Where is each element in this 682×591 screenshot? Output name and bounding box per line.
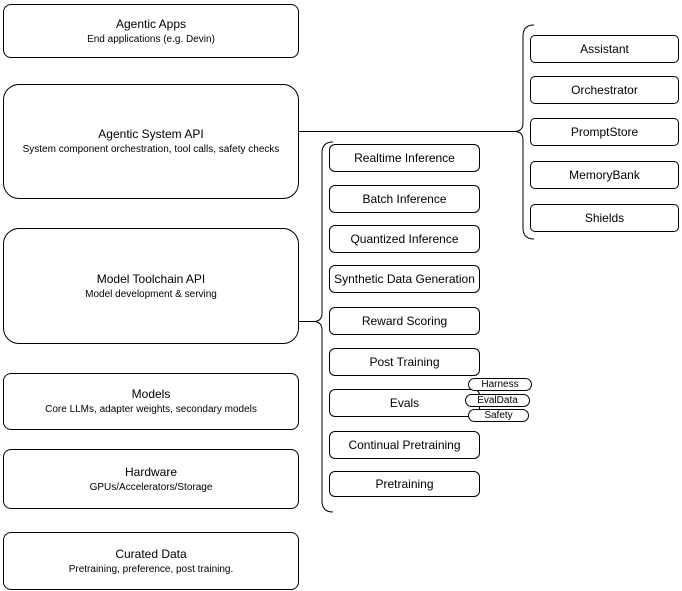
node-title: Agentic Apps [115, 16, 187, 31]
node-shields: Shields [530, 204, 679, 232]
tag-safety: Safety [468, 409, 529, 422]
node-label: Realtime Inference [354, 151, 455, 165]
node-memorybank: MemoryBank [530, 161, 679, 189]
node-label: Synthetic Data Generation [334, 272, 475, 286]
node-hardware: Hardware GPUs/Accelerators/Storage [3, 449, 299, 509]
node-model-toolchain-api: Model Toolchain API Model development & … [3, 228, 299, 344]
node-pretraining: Pretraining [329, 471, 480, 497]
node-label: Orchestrator [571, 83, 638, 97]
node-subtitle: End applications (e.g. Devin) [87, 33, 215, 45]
node-realtime-inference: Realtime Inference [329, 144, 480, 172]
node-subtitle: Pretraining, preference, post training. [68, 563, 234, 575]
node-subtitle: Model development & serving [85, 288, 217, 300]
node-agentic-apps: Agentic Apps End applications (e.g. Devi… [3, 4, 299, 58]
tag-evaldata: EvalData [465, 394, 530, 407]
node-label: PromptStore [570, 125, 639, 139]
node-quantized-inference: Quantized Inference [329, 225, 480, 253]
node-evals: Evals [329, 389, 480, 417]
node-title: Curated Data [115, 546, 187, 561]
tag-label: Harness [481, 379, 519, 390]
node-reward-scoring: Reward Scoring [329, 307, 480, 335]
node-post-training: Post Training [329, 348, 480, 376]
node-continual-pretraining: Continual Pretraining [329, 431, 480, 459]
node-orchestrator: Orchestrator [530, 76, 679, 104]
node-agentic-system-api: Agentic System API System component orch… [3, 84, 299, 199]
node-label: Continual Pretraining [348, 438, 461, 452]
node-batch-inference: Batch Inference [329, 185, 480, 213]
node-title: Hardware [124, 464, 178, 479]
node-models: Models Core LLMs, adapter weights, secon… [3, 373, 299, 430]
node-label: Pretraining [375, 477, 434, 491]
tag-harness: Harness [468, 378, 532, 391]
node-label: Quantized Inference [350, 232, 459, 246]
node-label: Assistant [580, 42, 629, 56]
node-curated-data: Curated Data Pretraining, preference, po… [3, 532, 299, 590]
tag-label: Safety [484, 410, 513, 421]
node-synthetic-data-generation: Synthetic Data Generation [329, 265, 480, 293]
node-label: MemoryBank [569, 168, 640, 182]
node-label: Shields [584, 211, 625, 225]
node-promptstore: PromptStore [530, 118, 679, 146]
node-subtitle: GPUs/Accelerators/Storage [89, 481, 213, 493]
node-title: Model Toolchain API [96, 271, 206, 286]
node-label: Reward Scoring [361, 314, 448, 328]
node-subtitle: System component orchestration, tool cal… [22, 144, 280, 155]
node-title: Agentic System API [98, 127, 204, 141]
node-title: Models [131, 387, 171, 401]
node-label: Evals [389, 396, 420, 410]
tag-label: EvalData [477, 395, 518, 406]
node-label: Post Training [369, 355, 440, 369]
node-assistant: Assistant [530, 35, 679, 63]
node-subtitle: Core LLMs, adapter weights, secondary mo… [45, 404, 257, 415]
node-label: Batch Inference [362, 192, 447, 206]
